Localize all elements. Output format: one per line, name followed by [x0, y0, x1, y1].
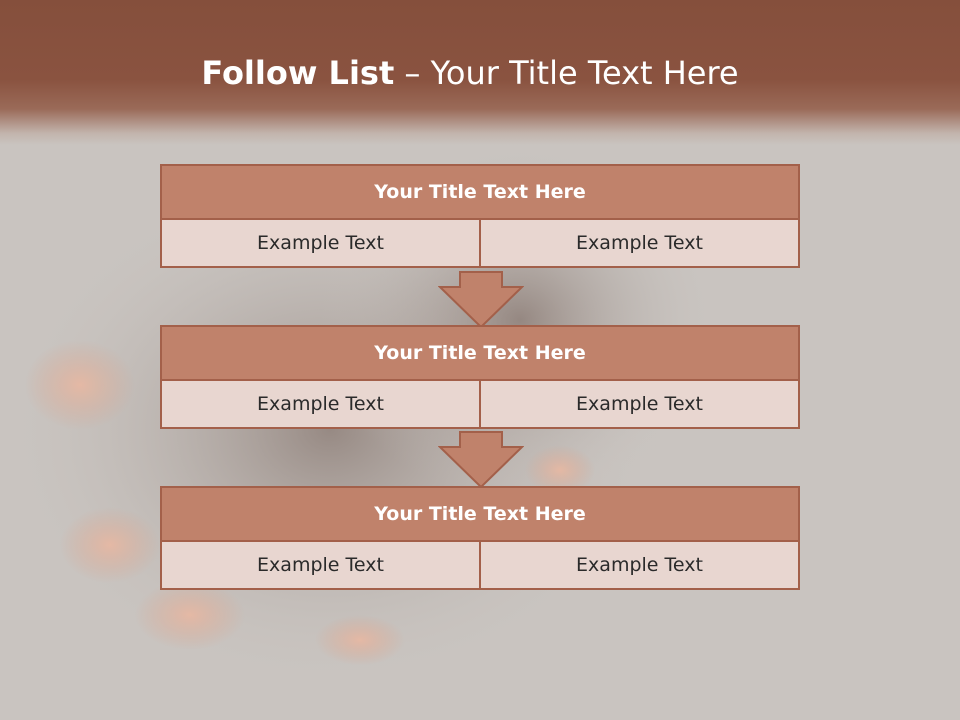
box-title[interactable]: Your Title Text Here [160, 486, 800, 542]
down-arrow-icon [438, 271, 524, 329]
down-arrow-icon [438, 431, 524, 489]
list-box-1[interactable]: Your Title Text Here Example Text Exampl… [160, 164, 800, 268]
box-row: Example Text Example Text [160, 379, 800, 429]
box-title[interactable]: Your Title Text Here [160, 325, 800, 381]
box-row: Example Text Example Text [160, 218, 800, 268]
box-row: Example Text Example Text [160, 540, 800, 590]
title-bar [0, 0, 960, 145]
box-cell-right[interactable]: Example Text [479, 218, 800, 268]
list-box-2[interactable]: Your Title Text Here Example Text Exampl… [160, 325, 800, 429]
box-cell-left[interactable]: Example Text [160, 379, 481, 429]
list-box-3[interactable]: Your Title Text Here Example Text Exampl… [160, 486, 800, 590]
box-cell-right[interactable]: Example Text [479, 379, 800, 429]
title-rest: – Your Title Text Here [404, 54, 739, 92]
box-title[interactable]: Your Title Text Here [160, 164, 800, 220]
box-cell-left[interactable]: Example Text [160, 218, 481, 268]
title-bold: Follow List [201, 54, 395, 92]
box-cell-left[interactable]: Example Text [160, 540, 481, 590]
box-cell-right[interactable]: Example Text [479, 540, 800, 590]
slide-title: Follow List – Your Title Text Here [0, 54, 940, 92]
